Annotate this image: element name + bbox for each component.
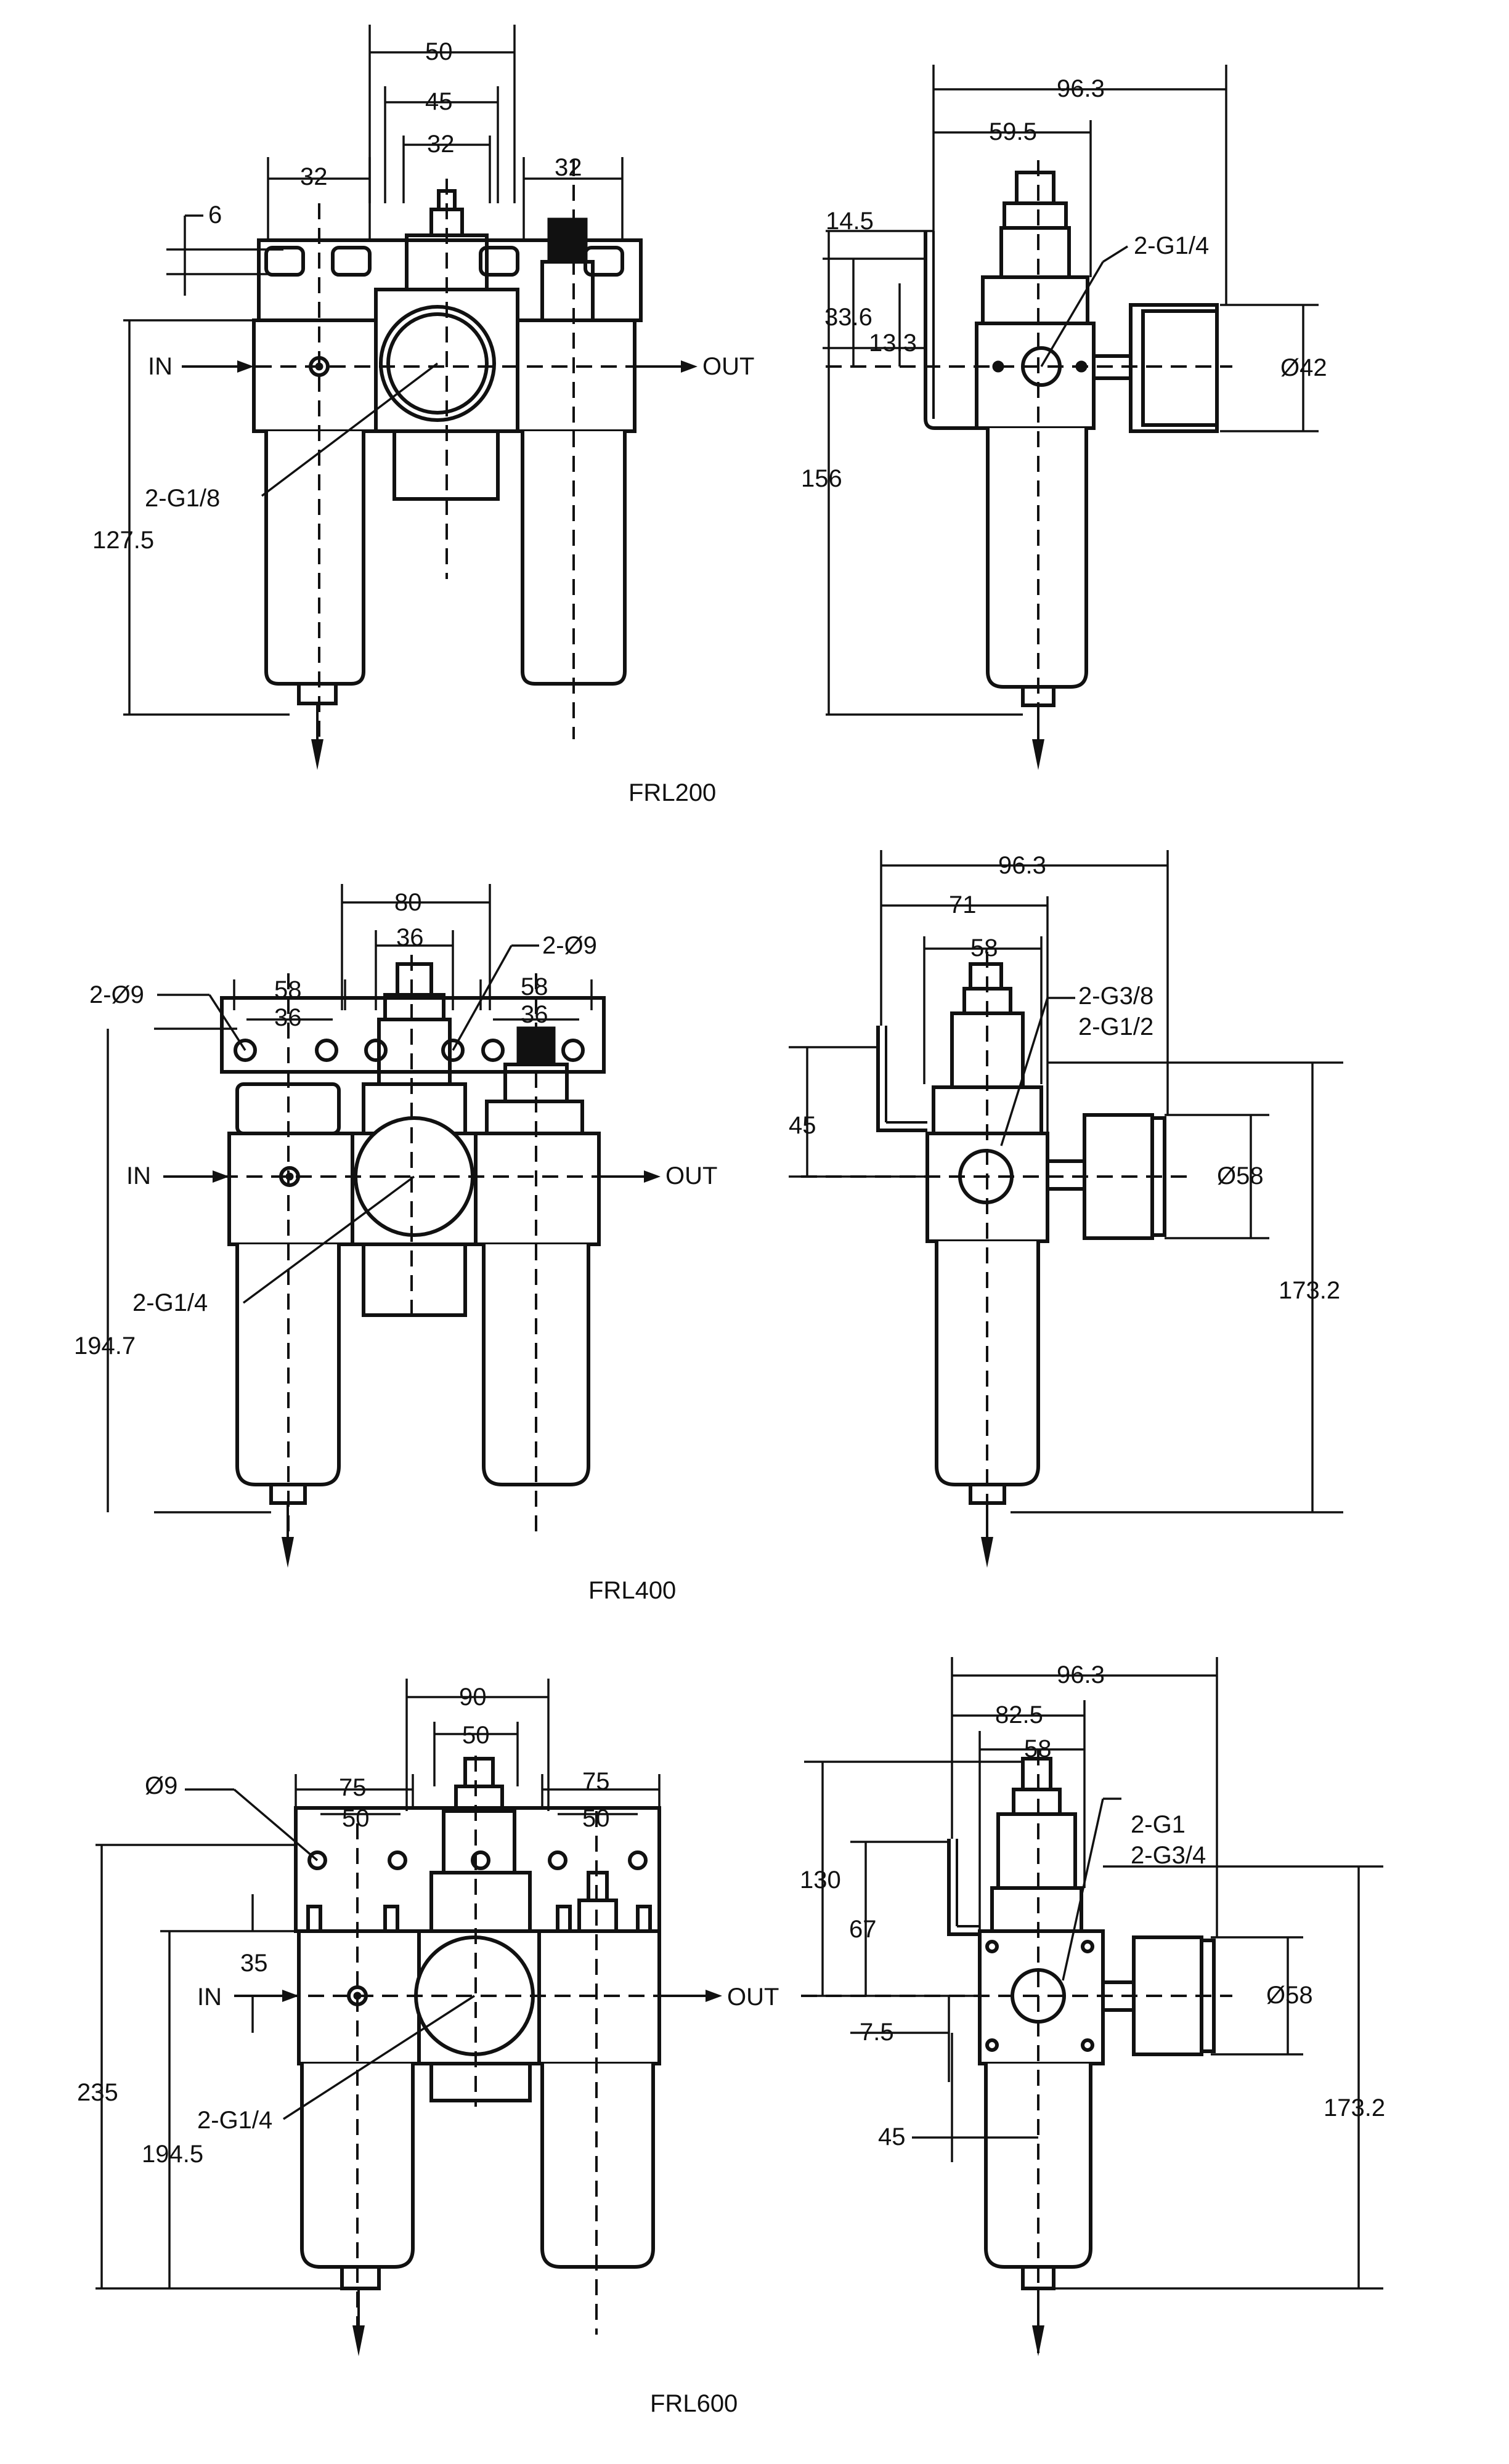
- frl600-side-dim-58: 58: [1024, 1735, 1052, 1762]
- frl600-front-label-out: OUT: [727, 1984, 779, 2011]
- frl400-side-dim-58: 58: [970, 934, 998, 962]
- frl600-side-port-label-2: 2-G3/4: [1131, 1842, 1206, 1869]
- frl200-side-dim-13-3: 13.3: [869, 330, 917, 357]
- frl600-side-dim-gauge: Ø58: [1266, 1982, 1313, 2009]
- frl200-front-port-label: 2-G1/8: [145, 485, 220, 512]
- frl600-front-hole-label: Ø9: [145, 1772, 177, 1799]
- frl600-front-port-label: 2-G1/4: [197, 2107, 272, 2134]
- frl200-front-label-out: OUT: [702, 353, 754, 380]
- frl400-side-dim-gauge: Ø58: [1217, 1162, 1264, 1189]
- frl400-front-dim-80: 80: [394, 889, 422, 916]
- frl400-front-hole-left: 2-Ø9: [89, 981, 144, 1008]
- frl600-front-label-in: IN: [197, 1984, 222, 2011]
- frl200-title: FRL200: [628, 779, 716, 806]
- frl400-front-hole-right: 2-Ø9: [542, 932, 597, 959]
- frl400-front-port-label: 2-G1/4: [132, 1289, 208, 1316]
- frl600-side-view: 96.3 82.5 58 2-G1 2-G3/4 130 67 7.5 45 Ø…: [800, 1657, 1385, 2356]
- frl600-title: FRL600: [650, 2390, 738, 2417]
- frl400-front-label-in: IN: [126, 1162, 151, 1189]
- frl200-front-label-in: IN: [148, 353, 173, 380]
- frl600-front-dim-50-right: 50: [582, 1805, 610, 1832]
- frl400-front-dim-36: 36: [396, 924, 424, 951]
- frl600-side-dim-45: 45: [878, 2123, 906, 2150]
- frl200-front-dim-32-left: 32: [300, 163, 328, 190]
- frl200-side-dim-59-5: 59.5: [989, 118, 1037, 145]
- frl400-front-dim-height: 194.7: [74, 1332, 136, 1360]
- frl400-front-dim-36-right: 36: [521, 1001, 548, 1028]
- frl400-side-dim-71: 71: [949, 891, 977, 918]
- frl400-front-dim-58-left: 58: [274, 976, 302, 1003]
- frl600-front-view: 90 50 Ø9 75 50 75 50 35 IN OUT 2-G1/4 23…: [77, 1679, 779, 2356]
- frl600-side-dim-96-3: 96.3: [1057, 1661, 1105, 1688]
- frl600-side-dim-67: 67: [849, 1916, 877, 1943]
- frl600-side-dim-82-5: 82.5: [995, 1701, 1043, 1728]
- frl200-side-port-label: 2-G1/4: [1134, 232, 1209, 259]
- frl400-side-port-label-1: 2-G3/8: [1078, 983, 1153, 1010]
- frl200-side-dim-96-3: 96.3: [1057, 75, 1105, 102]
- frl600-side-dim-height: 173.2: [1324, 2094, 1385, 2122]
- frl400-side-view: 96.3 71 58 2-G3/8 2-G1/2 45 Ø58 173.2: [789, 850, 1343, 1568]
- frl200-side-dim-14-5: 14.5: [826, 208, 874, 235]
- frl200-side-dim-gauge: Ø42: [1280, 354, 1327, 381]
- frl200-side-dim-height: 156: [801, 465, 842, 492]
- frl600-front-dim-235: 235: [77, 2079, 118, 2106]
- frl200-front-dim-45: 45: [425, 88, 453, 115]
- frl600-front-dim-50-left: 50: [342, 1805, 370, 1832]
- frl200-front-dim-height: 127.5: [92, 527, 154, 554]
- frl600-front-dim-75-left: 75: [339, 1774, 367, 1801]
- frl600-side-dim-130: 130: [800, 1866, 841, 1894]
- frl400-side-dim-45: 45: [789, 1112, 816, 1139]
- frl200-front-view: 50 45 32 32 32 6 IN OUT 2-G1/8 127.5: [92, 25, 754, 770]
- frl400-side-dim-96-3: 96.3: [998, 852, 1046, 879]
- frl400-front-label-out: OUT: [665, 1162, 717, 1189]
- frl600-front-dim-35: 35: [240, 1950, 268, 1977]
- frl200-front-dim-6: 6: [208, 201, 222, 229]
- frl400-side-port-label-2: 2-G1/2: [1078, 1013, 1153, 1040]
- frl400-title: FRL400: [588, 1577, 676, 1604]
- frl400-front-dim-36-left: 36: [274, 1004, 302, 1031]
- frl400-side-dim-height: 173.2: [1279, 1277, 1340, 1304]
- frl600-front-dim-50: 50: [462, 1722, 490, 1749]
- frl600-side-dim-7-5: 7.5: [860, 2019, 894, 2046]
- frl600-front-dim-75-right: 75: [582, 1768, 610, 1795]
- frl400-front-dim-58-right: 58: [521, 973, 548, 1000]
- frl200-front-dim-50: 50: [425, 38, 453, 65]
- frl200-front-dim-32-knob: 32: [427, 131, 455, 158]
- frl200-side-dim-33-6: 33.6: [824, 304, 872, 331]
- frl600-side-port-label-1: 2-G1: [1131, 1811, 1186, 1838]
- frl400-front-view: 80 36 2-Ø9 2-Ø9 58 36 58 36 IN OUT 2-G1/…: [74, 884, 717, 1568]
- frl200-front-dim-32-right: 32: [555, 154, 582, 181]
- frl200-side-view: 96.3 59.5 14.5 33.6 13.3 2-G1/4 Ø42 156: [801, 65, 1327, 770]
- frl600-front-dim-194-5: 194.5: [142, 2141, 203, 2168]
- frl600-front-dim-90: 90: [459, 1684, 487, 1711]
